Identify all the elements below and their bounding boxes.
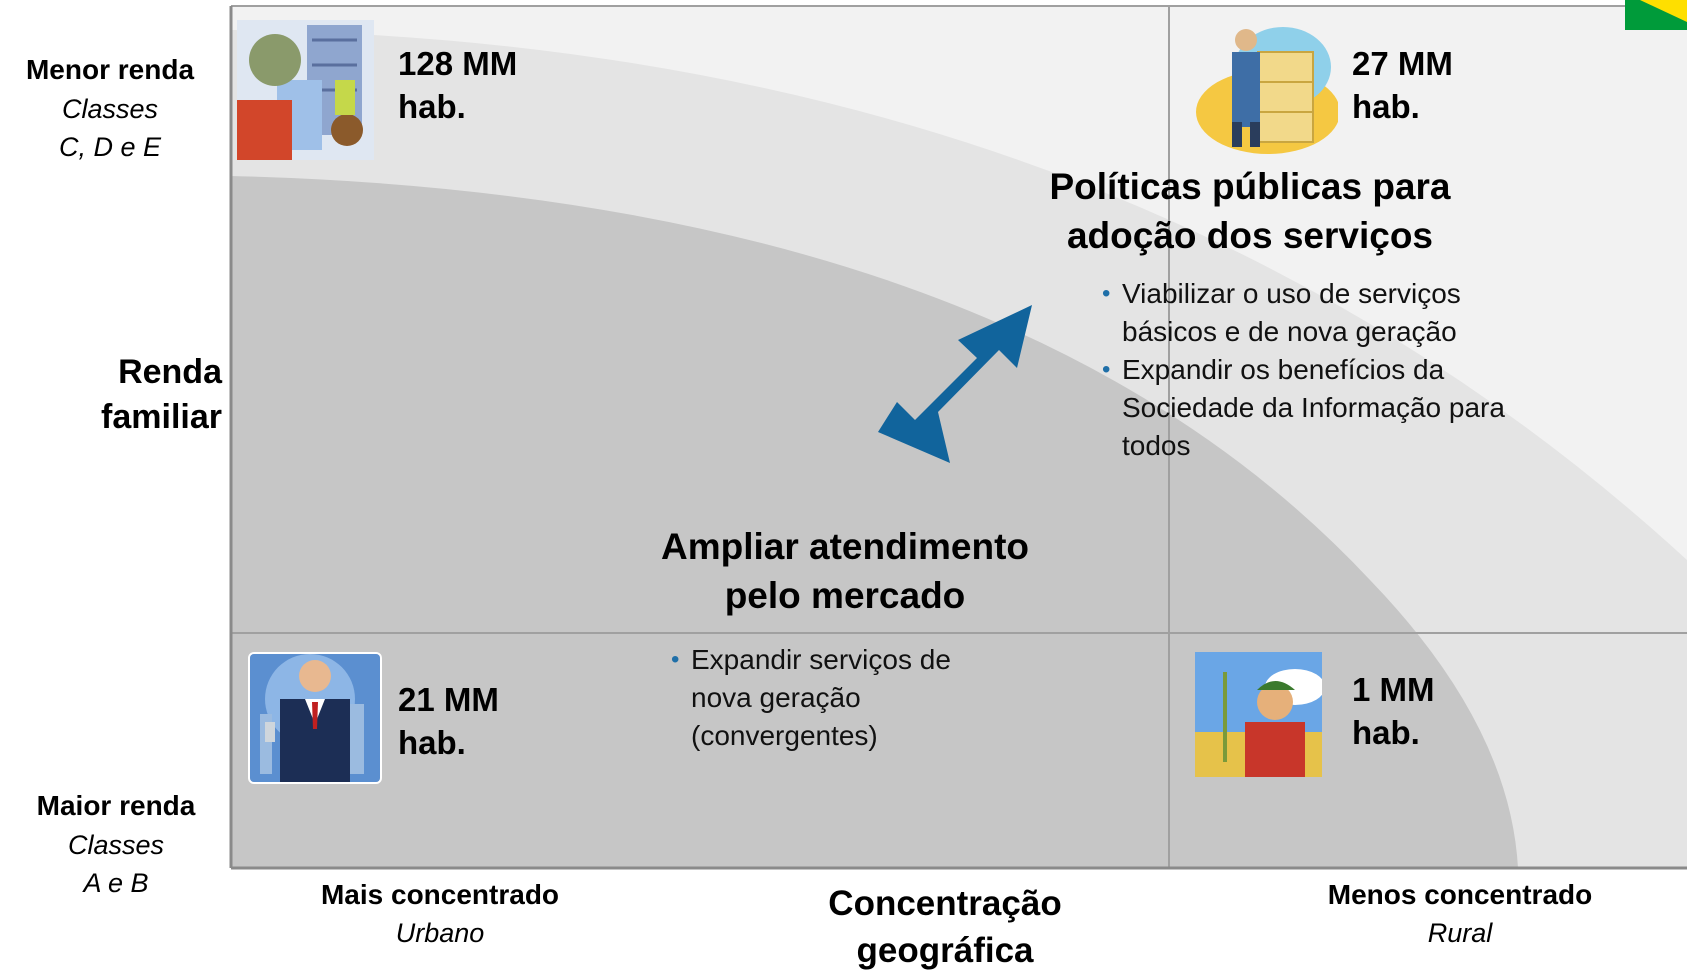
market-heading: Ampliar atendimento pelo mercado [585, 522, 1105, 620]
y-axis-title-line1: Renda [118, 353, 222, 391]
y-axis-top-label: Menor renda Classes C, D e E [5, 50, 215, 166]
top-left-unit: hab. [398, 88, 466, 125]
policies-heading: Políticas públicas para adoção dos servi… [995, 162, 1505, 260]
bottom-left-population: 21 MM hab. [398, 678, 499, 764]
y-top-sub1: Classes [61, 94, 159, 124]
top-left-population: 128 MM hab. [398, 42, 517, 128]
rural-farmer-icon [1195, 652, 1322, 777]
businessman-icon [248, 652, 382, 784]
x-left-sub: Urbano [395, 918, 485, 948]
bottom-right-value: 1 MM [1352, 671, 1435, 708]
x-left-title: Mais concentrado [320, 879, 560, 910]
top-right-value: 27 MM [1352, 45, 1453, 82]
policies-bullet1-line2: básicos e de nova geração [1122, 316, 1457, 347]
policies-bullet2-line1: Expandir os benefícios da [1122, 354, 1445, 385]
market-bullet1-line1: Expandir serviços de [691, 644, 951, 675]
y-bottom-sub2: A e B [83, 868, 149, 898]
bottom-left-unit: hab. [398, 724, 466, 761]
bottom-left-value: 21 MM [398, 681, 499, 718]
bottom-right-unit: hab. [1352, 714, 1420, 751]
double-arrow-icon [878, 305, 1032, 463]
list-item: Expandir os benefícios da Sociedade da I… [1102, 351, 1582, 465]
x-axis-title: Concentração geográfica [780, 880, 1110, 974]
x-axis-left-label: Mais concentrado Urbano [290, 876, 590, 952]
farmer-hay-icon [1188, 22, 1340, 157]
y-top-sub2: C, D e E [58, 132, 162, 162]
policies-bullet2-line2: Sociedade da Informação para [1122, 392, 1505, 423]
x-axis-title-line2: geográfica [856, 931, 1034, 970]
top-left-value: 128 MM [398, 45, 518, 82]
y-bottom-title: Maior renda [36, 790, 196, 821]
market-heading-line1: Ampliar atendimento [661, 526, 1029, 567]
x-axis-title-line1: Concentração [828, 884, 1062, 923]
market-bullets: Expandir serviços de nova geração (conve… [671, 641, 1031, 755]
x-right-title: Menos concentrado [1327, 879, 1593, 910]
policies-heading-line1: Políticas públicas para [1049, 166, 1451, 207]
policies-heading-line2: adoção dos serviços [1066, 215, 1434, 256]
policies-bullets: Viabilizar o uso de serviços básicos e d… [1102, 275, 1582, 465]
x-right-sub: Rural [1427, 918, 1493, 948]
bottom-right-population: 1 MM hab. [1352, 668, 1435, 754]
policies-bullet1-line1: Viabilizar o uso de serviços [1122, 278, 1461, 309]
y-axis-bottom-label: Maior renda Classes A e B [10, 786, 222, 902]
market-heading-line2: pelo mercado [724, 575, 966, 616]
y-top-title: Menor renda [25, 54, 195, 85]
y-axis-title-line2: familiar [101, 398, 222, 436]
list-item: Expandir serviços de nova geração (conve… [671, 641, 1031, 755]
market-bullet1-line2: nova geração [691, 682, 861, 713]
list-item: Viabilizar o uso de serviços básicos e d… [1102, 275, 1582, 351]
y-axis-title: Renda familiar [60, 350, 222, 440]
top-right-unit: hab. [1352, 88, 1420, 125]
top-right-population: 27 MM hab. [1352, 42, 1453, 128]
construction-workers-icon [237, 20, 374, 160]
y-bottom-sub1: Classes [67, 830, 165, 860]
policies-bullet2-line3: todos [1122, 430, 1191, 461]
market-bullet1-line3: (convergentes) [691, 720, 878, 751]
x-axis-right-label: Menos concentrado Rural [1290, 876, 1630, 952]
brazil-flag-icon [1625, 0, 1687, 30]
